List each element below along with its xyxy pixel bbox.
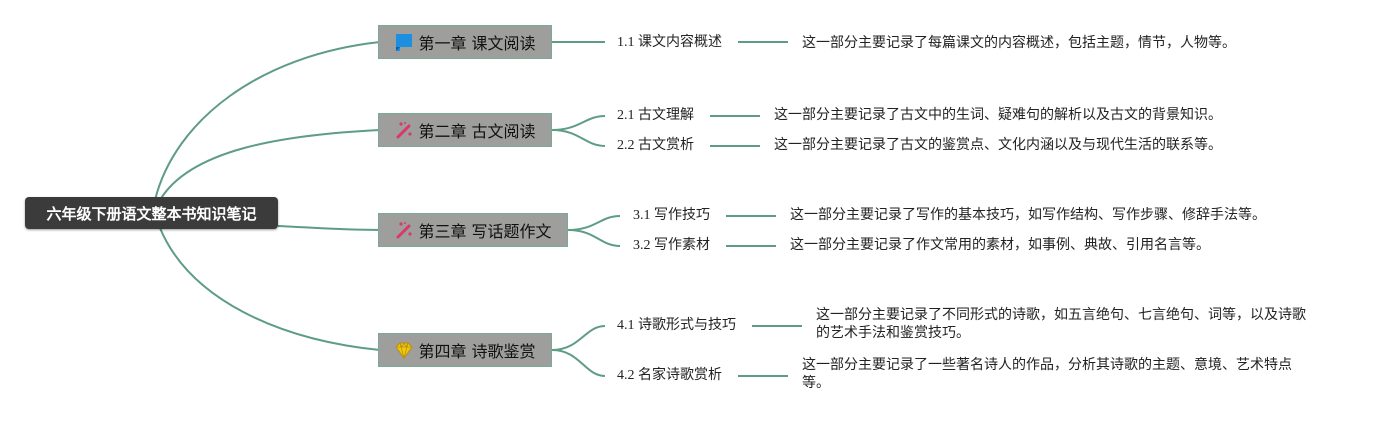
chapter-1-node[interactable]: 第一章 课文阅读 — [378, 25, 552, 59]
link-root-ch2 — [159, 129, 381, 201]
diamond-icon — [394, 340, 414, 360]
chapter-3-label: 第三章 写话题作文 — [418, 222, 552, 241]
topic-3-1[interactable]: 3.1 写作技巧 — [633, 208, 710, 223]
link-ch2-t1 — [551, 115, 606, 131]
note-4-1[interactable]: 这一部分主要记录了不同形式的诗歌，如五言绝句、七言绝句、词等，以及诗歌的艺术手法… — [816, 308, 1306, 341]
chapter-2-node[interactable]: 第二章 古文阅读 — [378, 113, 552, 147]
topic-4-2[interactable]: 4.2 名家诗歌赏析 — [617, 368, 722, 383]
link-ch3-t1 — [567, 215, 621, 231]
chapter-2-label: 第二章 古文阅读 — [418, 122, 536, 141]
note-3-1[interactable]: 这一部分主要记录了写作的基本技巧，如写作结构、写作步骤、修辞手法等。 — [790, 208, 1266, 223]
link-root-ch4 — [159, 227, 381, 351]
link-root-ch1 — [154, 41, 381, 201]
topic-1-1[interactable]: 1.1 课文内容概述 — [617, 35, 722, 50]
chapter-4-node[interactable]: 第四章 诗歌鉴赏 — [378, 333, 552, 367]
link-ch4-t1 — [551, 325, 606, 351]
chapter-4-label: 第四章 诗歌鉴赏 — [418, 342, 536, 361]
topic-3-2[interactable]: 3.2 写作素材 — [633, 238, 710, 253]
topic-2-1[interactable]: 2.1 古文理解 — [617, 108, 694, 123]
chapter-1-label: 第一章 课文阅读 — [418, 34, 536, 53]
link-ch4-t2 — [551, 349, 606, 377]
magic-wand-icon — [394, 120, 414, 140]
note-2-1[interactable]: 这一部分主要记录了古文中的生词、疑难句的解析以及古文的背景知识。 — [774, 108, 1222, 123]
root-topic[interactable]: 六年级下册语文整本书知识笔记 — [25, 197, 278, 229]
link-root-ch3 — [277, 225, 381, 231]
note-4-2[interactable]: 这一部分主要记录了一些著名诗人的作品，分析其诗歌的主题、意境、艺术特点等。 — [802, 358, 1292, 391]
chapter-3-node[interactable]: 第三章 写话题作文 — [378, 213, 568, 247]
magic-wand-icon — [394, 220, 414, 240]
topic-2-2[interactable]: 2.2 古文赏析 — [617, 138, 694, 153]
note-3-2[interactable]: 这一部分主要记录了作文常用的素材，如事例、典故、引用名言等。 — [790, 238, 1210, 253]
blue-flag-icon — [394, 32, 414, 52]
link-ch3-t2 — [567, 229, 621, 247]
link-ch2-t2 — [551, 129, 606, 147]
note-2-2[interactable]: 这一部分主要记录了古文的鉴赏点、文化内涵以及与现代生活的联系等。 — [774, 138, 1222, 153]
topic-4-1[interactable]: 4.1 诗歌形式与技巧 — [617, 318, 736, 333]
note-1-1[interactable]: 这一部分主要记录了每篇课文的内容概述，包括主题，情节，人物等。 — [802, 36, 1236, 51]
